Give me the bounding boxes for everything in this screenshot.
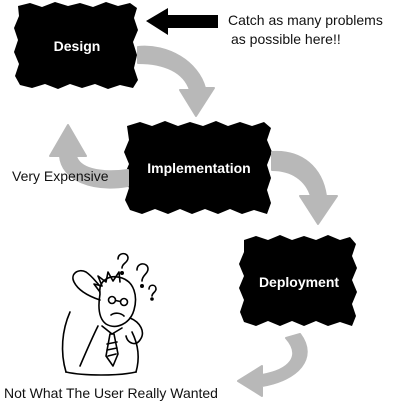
catch-problems-line2: as possible here!! — [231, 31, 341, 47]
deployment-box — [239, 235, 357, 326]
stage-deployment-label: Deployment — [258, 274, 340, 290]
confused-person-icon — [61, 252, 157, 376]
stage-design-label: Design — [53, 38, 101, 54]
catch-problems-line1: Catch as many problems — [228, 12, 383, 28]
implementation-box — [124, 121, 272, 214]
arrow-back-to-design — [49, 124, 129, 189]
arrow-design-to-implementation — [137, 45, 215, 117]
arrow-deployment-to-user — [237, 333, 308, 397]
pointer-arrow — [146, 8, 218, 35]
arrow-implementation-to-deployment — [271, 150, 338, 225]
stage-implementation-label: Implementation — [147, 160, 251, 176]
very-expensive-label: Very Expensive — [12, 168, 109, 184]
design-box — [14, 2, 138, 89]
not-what-user-wanted-label: Not What The User Really Wanted — [4, 385, 218, 401]
